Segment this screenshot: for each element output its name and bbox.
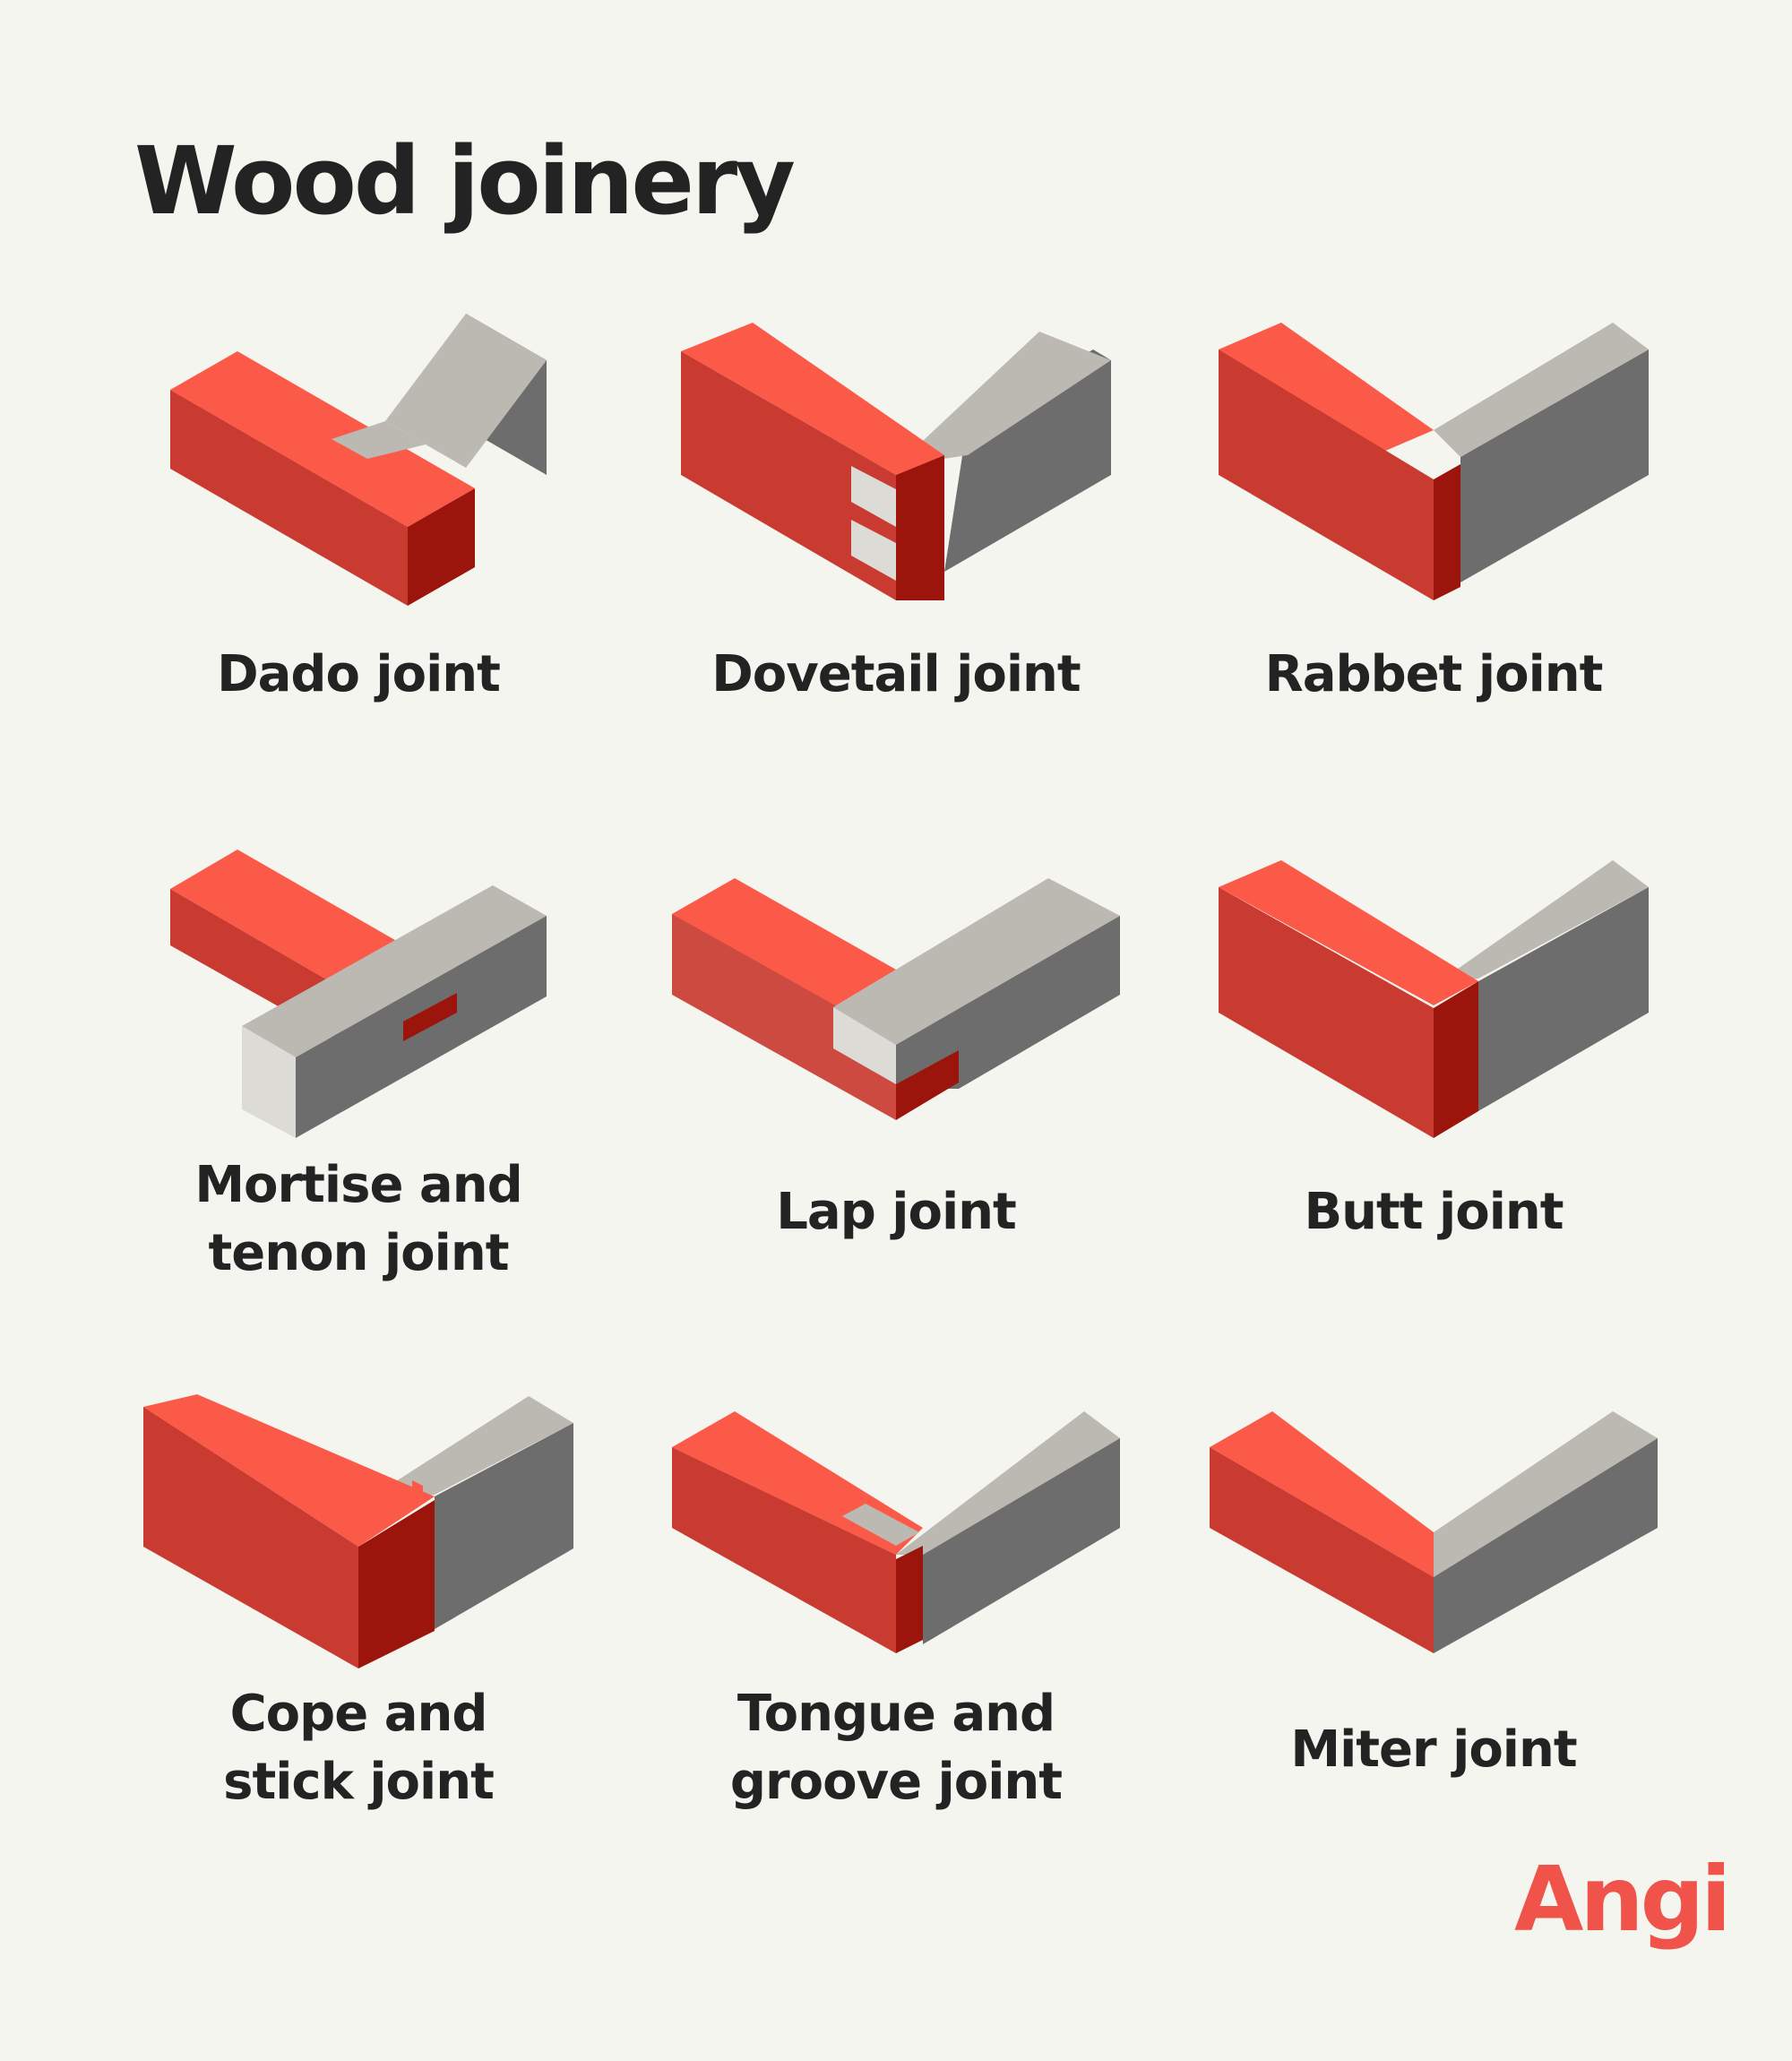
- joint-label-mortise: Mortise and tenon joint: [90, 1151, 627, 1288]
- joint-label-cope: Cope and stick joint: [90, 1680, 627, 1816]
- label-line: Rabbet joint: [1264, 645, 1604, 703]
- rabbet-joint-illustration: [1219, 323, 1649, 600]
- joint-label-lap: Lap joint: [627, 1178, 1165, 1246]
- label-line: Miter joint: [1290, 1720, 1577, 1779]
- label-line: groove joint: [729, 1753, 1063, 1811]
- joint-label-rabbet: Rabbet joint: [1165, 641, 1702, 709]
- joint-label-dado: Dado joint: [90, 641, 627, 709]
- mortise-joint-illustration: [170, 849, 547, 1138]
- label-line: Lap joint: [776, 1183, 1017, 1241]
- label-line: stick joint: [223, 1753, 495, 1811]
- joint-label-tongue: Tongue and groove joint: [627, 1680, 1165, 1816]
- butt-joint-illustration: [1219, 860, 1649, 1138]
- miter-joint-illustration: [1210, 1411, 1658, 1653]
- label-line: Cope and: [229, 1685, 488, 1743]
- tongue-joint-illustration: [672, 1411, 1120, 1653]
- angi-logo: Angi: [1514, 1847, 1731, 1952]
- joint-label-dovetail: Dovetail joint: [627, 641, 1165, 709]
- lap-joint-illustration: [672, 878, 1120, 1120]
- page-title: Wood joinery: [134, 126, 796, 236]
- label-line: Dado joint: [217, 645, 501, 703]
- label-line: Butt joint: [1304, 1183, 1564, 1241]
- label-line: Tongue and: [737, 1685, 1055, 1743]
- label-line: Dovetail joint: [711, 645, 1081, 703]
- joint-label-miter: Miter joint: [1165, 1716, 1702, 1784]
- dado-joint-illustration: [170, 314, 547, 606]
- dovetail-joint-illustration: [681, 323, 1111, 600]
- label-line: Mortise and: [194, 1156, 522, 1214]
- cope-joint-illustration: [143, 1394, 573, 1669]
- joint-label-butt: Butt joint: [1165, 1178, 1702, 1246]
- label-line: tenon joint: [208, 1224, 510, 1282]
